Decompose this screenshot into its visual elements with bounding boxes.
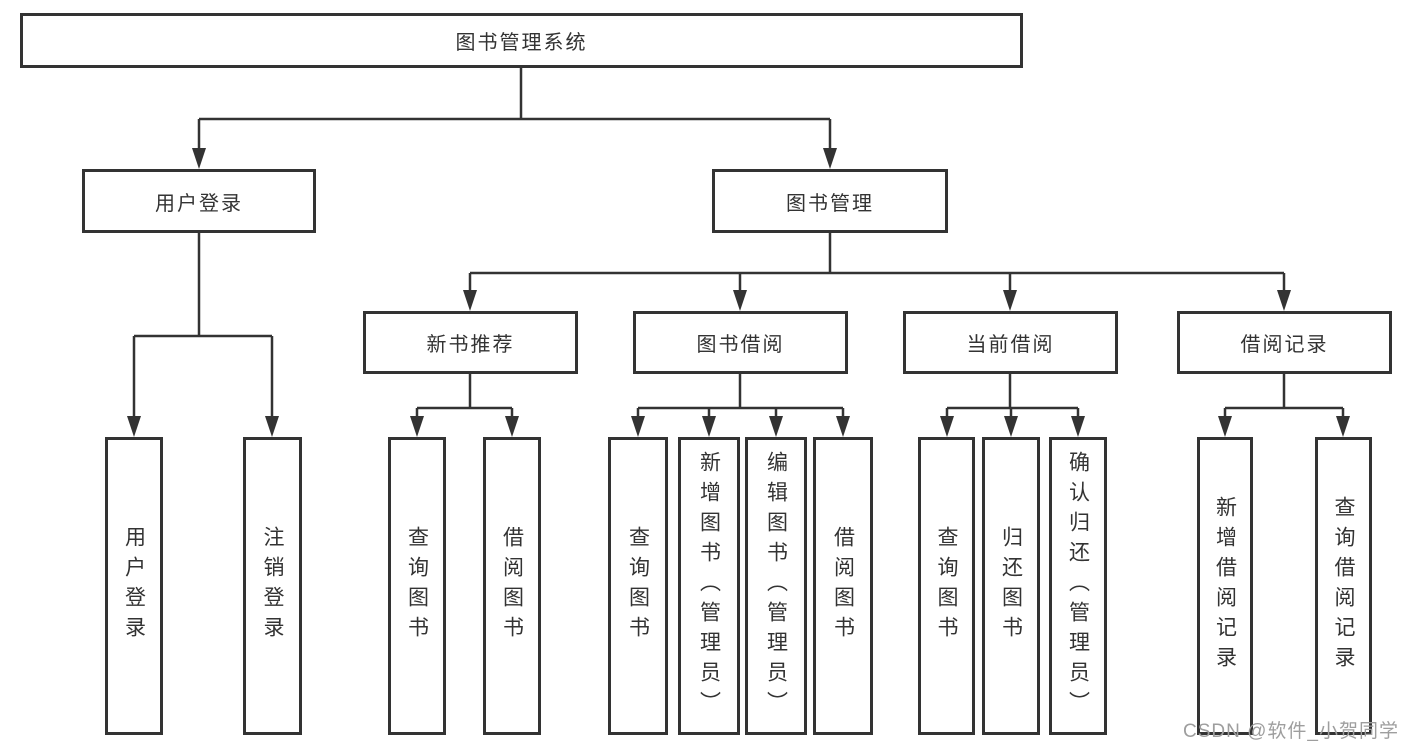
leaf-label: 查询图书 — [405, 526, 429, 646]
leaf-label: 编辑图书（管理员） — [764, 451, 788, 721]
leaf-return-books: 归还图书 — [982, 437, 1040, 735]
arrowheads — [127, 148, 1350, 437]
node-book-management: 图书管理 — [712, 169, 948, 233]
leaf-current-query-books: 查询图书 — [918, 437, 975, 735]
leaf-borrow-books: 借阅图书 — [813, 437, 873, 735]
node-current-borrow: 当前借阅 — [903, 311, 1118, 374]
leaf-label: 查询图书 — [626, 526, 650, 646]
node-label: 借阅记录 — [1240, 334, 1329, 356]
leaf-label: 确认归还（管理员） — [1066, 451, 1090, 721]
leaf-user-login: 用户登录 — [105, 437, 163, 735]
node-new-book-recommend: 新书推荐 — [363, 311, 578, 374]
node-user-login: 用户登录 — [82, 169, 316, 233]
leaf-edit-books-admin: 编辑图书（管理员） — [745, 437, 807, 735]
leaf-label: 归还图书 — [999, 526, 1023, 646]
node-borrow-records: 借阅记录 — [1177, 311, 1392, 374]
leaf-query-borrow-record: 查询借阅记录 — [1315, 437, 1372, 735]
leaf-add-borrow-record: 新增借阅记录 — [1197, 437, 1253, 735]
csdn-watermark: CSDN @软件_小贺同学 — [1183, 721, 1399, 742]
node-root-library-system: 图书管理系统 — [20, 13, 1023, 68]
leaf-label: 查询借阅记录 — [1332, 496, 1355, 676]
leaf-borrow-query-books: 查询图书 — [608, 437, 668, 735]
leaf-logout: 注销登录 — [243, 437, 302, 735]
leaf-confirm-return-admin: 确认归还（管理员） — [1049, 437, 1107, 735]
leaf-label: 查询图书 — [935, 526, 958, 646]
leaf-label: 用户登录 — [122, 526, 146, 646]
leaf-label: 注销登录 — [261, 526, 284, 646]
leaf-label: 新增图书（管理员） — [697, 451, 721, 721]
node-label: 新书推荐 — [426, 334, 515, 356]
leaf-add-books-admin: 新增图书（管理员） — [678, 437, 740, 735]
node-book-borrow: 图书借阅 — [633, 311, 848, 374]
leaf-recommend-query-books: 查询图书 — [388, 437, 446, 735]
leaf-label: 借阅图书 — [831, 526, 855, 646]
node-label: 图书管理系统 — [455, 32, 588, 54]
leaf-label: 借阅图书 — [500, 526, 524, 646]
node-label: 图书管理 — [786, 192, 874, 215]
node-label: 图书借阅 — [696, 334, 785, 356]
node-label: 用户登录 — [155, 192, 243, 215]
node-label: 当前借阅 — [966, 334, 1055, 356]
leaf-recommend-borrow-books: 借阅图书 — [483, 437, 541, 735]
leaf-label: 新增借阅记录 — [1213, 496, 1237, 676]
